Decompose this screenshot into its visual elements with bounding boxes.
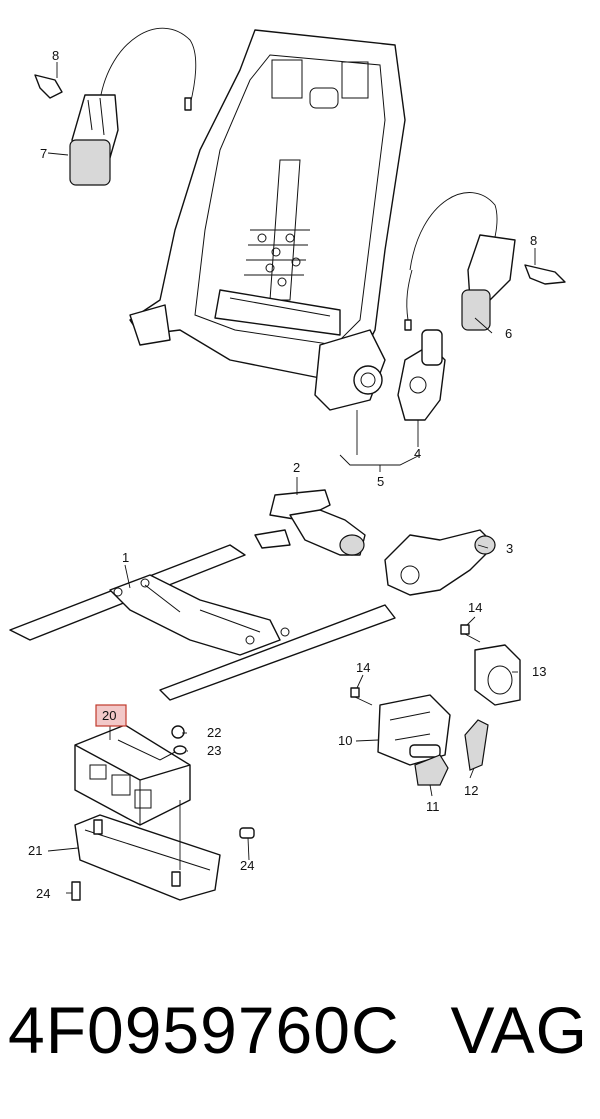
motor-6: [404, 192, 516, 331]
callout-2: 2: [293, 460, 300, 475]
callout-21: 21: [28, 843, 42, 858]
callout-24: 24: [240, 858, 254, 873]
seat-rail-frame-1: [9, 544, 396, 701]
part-number: 4F0959760C: [8, 993, 400, 1067]
motor-2: [254, 489, 366, 556]
exploded-parts-diagram: 8 7 8 6 4 5 2 3 1 14 13 14 20 22 23 10 1…: [9, 27, 566, 901]
callout-8: 8: [52, 48, 59, 63]
callout-3: 3: [506, 541, 513, 556]
footer: 4F0959760C VAG: [0, 990, 600, 1100]
washer-23: [173, 745, 187, 755]
callout-10: 10: [338, 733, 352, 748]
leader-lines: [47, 152, 518, 870]
seat-backrest-frame: [129, 29, 406, 411]
callout-4: 4: [414, 446, 421, 461]
motor-7: [69, 27, 197, 186]
screw-24-left: [66, 881, 81, 901]
callouts: 8 7 8 6 4 5 2 3 1 14 13 14 20 22 23 10 1…: [28, 48, 546, 901]
callout-14: 14: [468, 600, 482, 615]
control-module-20: [74, 724, 191, 826]
callout-7: 7: [40, 146, 47, 161]
nut-22: [171, 725, 185, 739]
switch-13: [474, 644, 521, 706]
plug-8-left: [34, 62, 63, 99]
screw-14-lower: [350, 687, 373, 706]
cap-11: [414, 754, 449, 786]
callout-5: 5: [377, 474, 384, 489]
bracket-21: [74, 814, 221, 901]
callout-8: 8: [530, 233, 537, 248]
callout-11: 11: [426, 799, 440, 814]
callout-23: 23: [207, 743, 221, 758]
callout-12: 12: [464, 783, 478, 798]
callout-13: 13: [532, 664, 546, 679]
callout-1: 1: [122, 550, 129, 565]
recliner-4: [397, 329, 446, 421]
switch-10: [377, 694, 451, 766]
callout-14: 14: [356, 660, 370, 675]
callout-22: 22: [207, 725, 221, 740]
plug-8-right: [524, 248, 566, 285]
motor-3: [384, 529, 496, 596]
callout-24: 24: [36, 886, 50, 901]
cap-12: [464, 719, 489, 771]
highlight-box-20: [95, 704, 127, 727]
brand-label: VAG: [450, 993, 588, 1067]
screw-14-upper: [460, 624, 481, 643]
callout-6: 6: [505, 326, 512, 341]
screw-24-right: [239, 827, 255, 861]
callout-20: 20: [102, 708, 116, 723]
bracket-5: [339, 454, 421, 472]
